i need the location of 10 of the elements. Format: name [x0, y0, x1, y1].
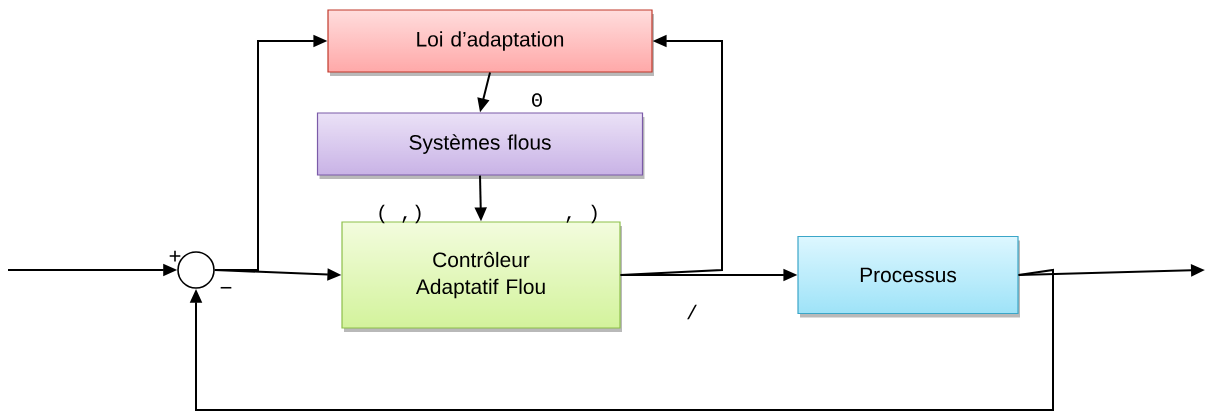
sign-label: − [220, 286, 232, 289]
edge-label: Θ [530, 92, 544, 108]
process-box: Loi d’adaptation [327, 9, 654, 76]
arrow [189, 268, 1054, 411]
process-box: Systèmes flous [316, 112, 645, 179]
process-box: Processus [797, 235, 1020, 318]
signal-label: / [687, 304, 697, 320]
sign-label: + [169, 250, 181, 262]
signal-label: ( ,) [379, 204, 421, 224]
signal-label: , ) [566, 204, 597, 224]
